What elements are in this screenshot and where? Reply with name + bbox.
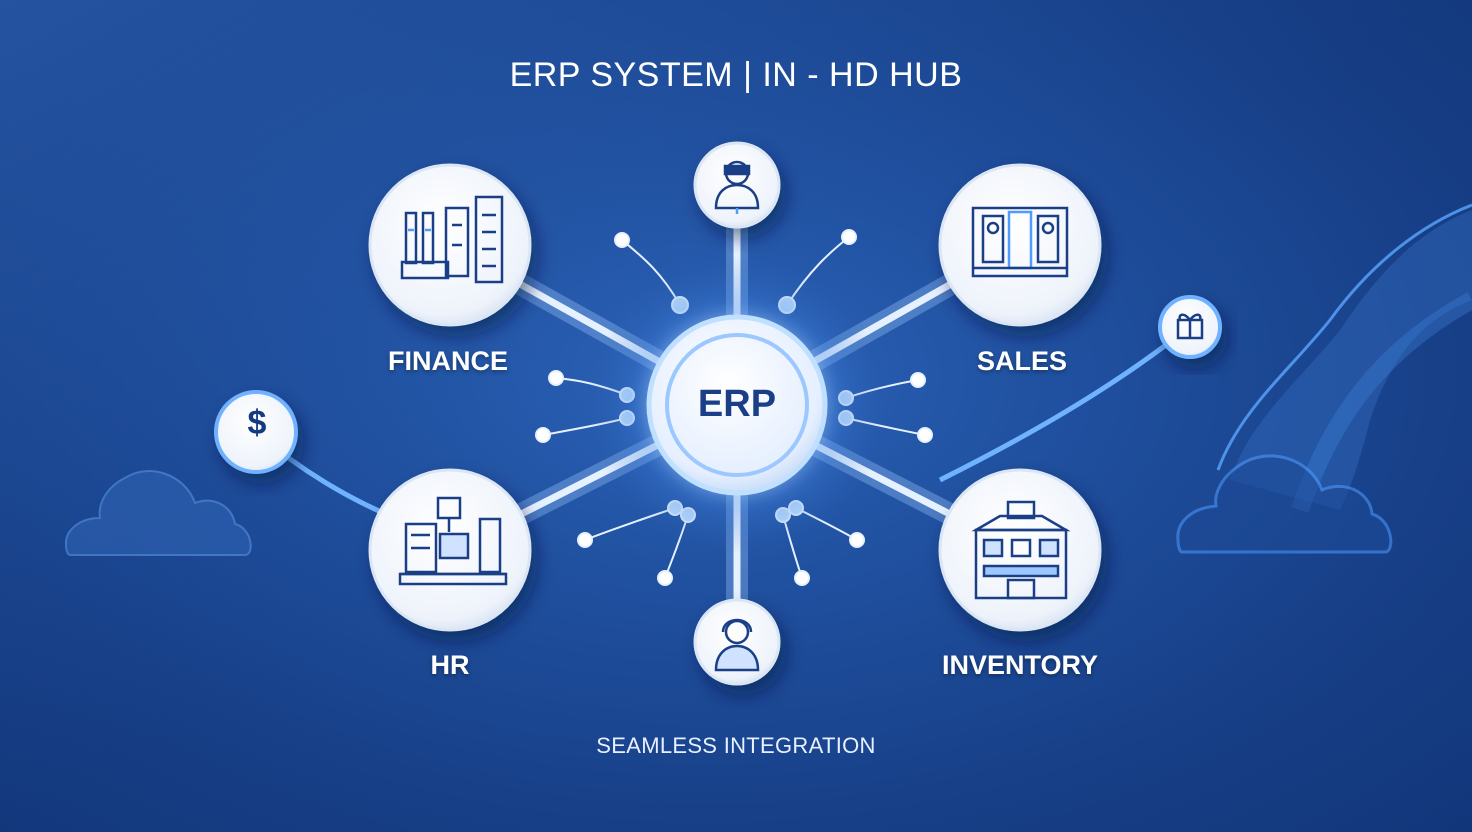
inventory-label: INVENTORY — [941, 650, 1099, 680]
cloud-right-icon — [1176, 454, 1393, 554]
sales-node — [938, 163, 1102, 327]
inventory-node — [938, 468, 1102, 632]
user-headset-icon — [714, 618, 760, 672]
erp-hub — [587, 255, 887, 555]
factory-icon — [400, 195, 504, 284]
dollar-node — [214, 390, 298, 474]
storefront-icon — [971, 206, 1069, 278]
finance-node — [368, 163, 532, 327]
hr-label: HR — [430, 650, 470, 680]
warehouse-icon — [971, 500, 1071, 600]
footer-tagline: SEAMLESS INTEGRATION — [596, 733, 876, 758]
gift-box-icon — [1176, 313, 1204, 340]
user-workstation-icon — [714, 160, 760, 214]
page-title: ERP SYSTEM | IN - HD HUB — [509, 56, 963, 94]
office-desk-icon — [398, 496, 508, 586]
dollar-icon: $ — [247, 404, 267, 442]
cloud-left-icon — [64, 470, 252, 556]
hub-label: ERP — [697, 383, 777, 425]
finance-label: FINANCE — [388, 346, 508, 376]
sales-label: SALES — [976, 346, 1068, 376]
connector-gift — [938, 326, 1190, 483]
